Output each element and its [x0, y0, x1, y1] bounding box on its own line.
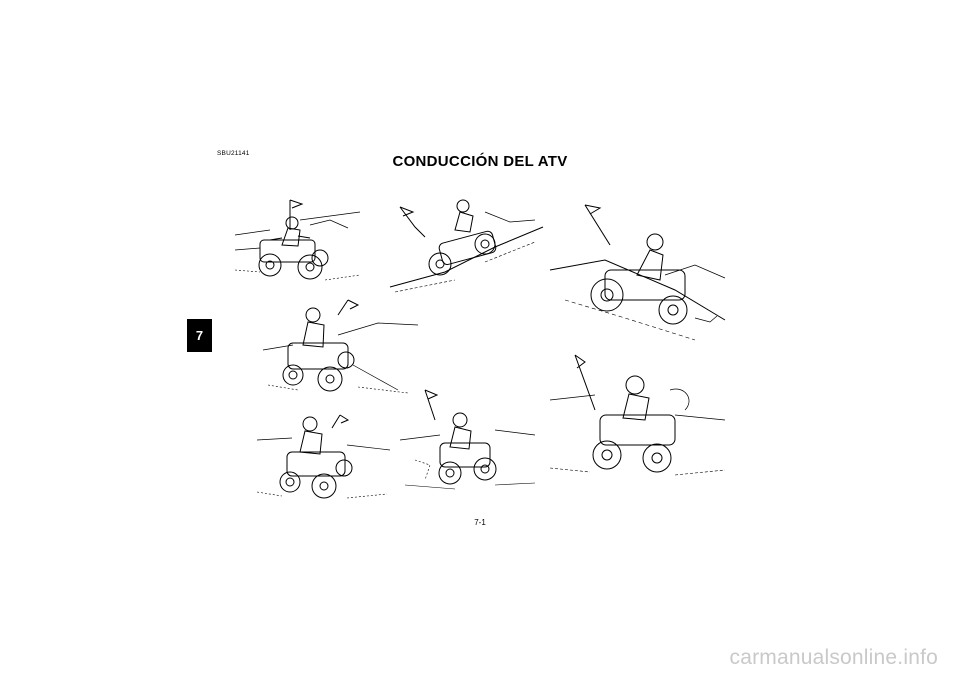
atv-climbing-hill-illustration	[385, 192, 545, 297]
atv-riding-through-mud-illustration	[395, 385, 540, 495]
reference-code: SBU21141	[217, 150, 250, 157]
page-number: 7-1	[474, 518, 486, 527]
chapter-tab: 7	[187, 319, 212, 352]
chapter-number: 7	[195, 328, 204, 343]
footer-watermark: carmanualsonline.info	[729, 646, 938, 669]
atv-crossing-rough-terrain-illustration	[252, 410, 392, 505]
atv-turning-illustration	[230, 190, 365, 290]
atv-sliding-illustration	[545, 350, 730, 490]
atv-traversing-slope-illustration	[258, 295, 418, 400]
atv-descending-hill-illustration	[545, 200, 730, 348]
page-title: CONDUCCIÓN DEL ATV	[392, 153, 568, 170]
